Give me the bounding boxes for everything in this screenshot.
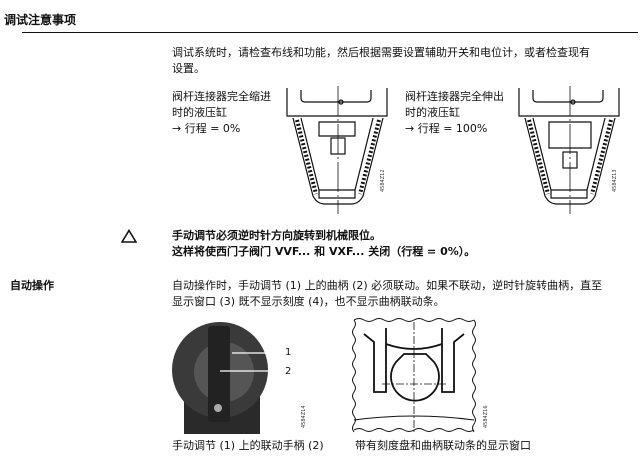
warning-triangle-icon (121, 229, 137, 243)
section-title: 调试注意事项 (4, 13, 77, 27)
figure-right-label-2: 时的液压缸 (405, 106, 460, 119)
warning-line-1: 手动调节必须逆时针方向旋转到机械限位。 (172, 229, 381, 242)
actuator-extended-drawing (518, 86, 620, 214)
callout-1: 1 (285, 347, 292, 358)
callout-2: 2 (285, 366, 292, 377)
section-divider (22, 32, 638, 33)
intro-line-1: 调试系统时，请检查布线和功能，然后根据需要设置辅助开关和电位计，或者检查现有 (172, 46, 590, 59)
auto-operation-line-1: 自动操作时，手动调节 (1) 上的曲柄 (2) 必须联动。如果不联动，逆时针旋转… (172, 279, 603, 292)
figure-right-code: 4584Z13 (612, 169, 618, 192)
warning-line-2: 这样将使西门子阀门 VVF... 和 VXF... 关闭（行程 = 0%）。 (172, 245, 476, 258)
figure-left-label-1: 阀杆连接器完全缩进 (172, 90, 271, 103)
window-figure-caption: 带有刻度盘和曲柄联动条的显示窗口 (355, 439, 531, 452)
figure-left-label-3: → 行程 = 0% (172, 122, 241, 135)
photo-caption: 手动调节 (1) 上的联动手柄 (2) (172, 439, 324, 452)
figure-left-code: 4584Z12 (380, 169, 386, 192)
actuator-retracted-drawing (286, 86, 388, 214)
figure-right-label-1: 阀杆连接器完全伸出 (405, 90, 504, 103)
auto-operation-line-2: 显示窗口 (3) 既不显示刻度 (4)，也不显示曲柄联动条。 (172, 295, 445, 308)
manual-adjuster-photo (172, 322, 282, 434)
display-window-drawing (352, 318, 476, 433)
auto-operation-heading: 自动操作 (10, 279, 54, 292)
figure-right-label-3: → 行程 = 100% (405, 122, 488, 135)
figure-left-label-2: 时的液压缸 (172, 106, 227, 119)
window-figure-code: 4584Z16 (483, 405, 489, 428)
photo-code: 4584Z14 (301, 405, 307, 428)
intro-line-2: 设置。 (172, 62, 205, 75)
